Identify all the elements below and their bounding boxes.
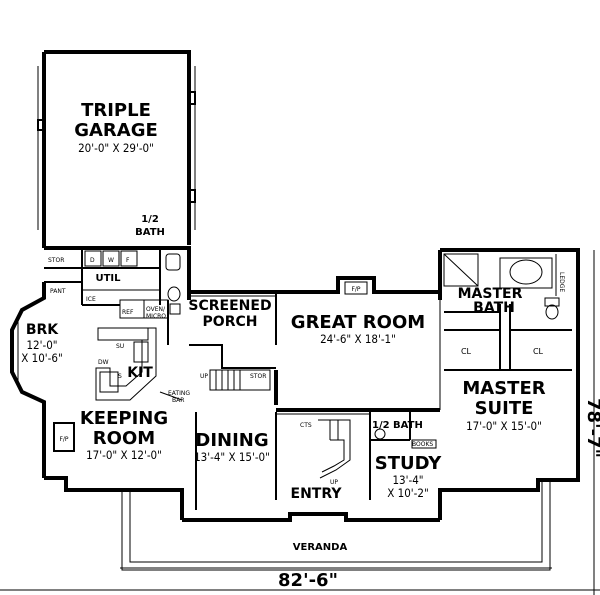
- entry-name: ENTRY: [291, 486, 343, 502]
- oven-micro-label-1: OVEN/: [146, 306, 166, 313]
- screened-porch-name-2: PORCH: [203, 314, 258, 330]
- front-rooms-walls: [182, 412, 440, 522]
- overall-depth: 78'-7": [583, 398, 600, 458]
- up-kitchen-label: UP: [200, 373, 208, 380]
- dryer-label: D: [90, 257, 95, 264]
- ledge-label: LEDGE: [558, 272, 565, 292]
- ref-label: REF: [122, 309, 134, 316]
- stor-stair-label: STOR: [250, 373, 266, 380]
- closet-right-label: CL: [533, 347, 544, 356]
- dw-label: DW: [98, 359, 109, 366]
- garage-walls: [37, 50, 196, 248]
- veranda: [120, 480, 552, 571]
- brk-name: BRK: [26, 322, 59, 338]
- master-suite-name-2: SUITE: [475, 398, 534, 419]
- utility-block: [44, 246, 191, 315]
- dining-name: DINING: [195, 430, 268, 451]
- keeping-fireplace-label: F/P: [59, 436, 68, 443]
- overall-width: 82'-6": [278, 570, 338, 591]
- half-bath-mid-name: 1/2 BATH: [372, 420, 423, 431]
- garage-door-jamb-right-lower: [188, 189, 196, 203]
- closet-left-label: CL: [461, 347, 472, 356]
- keeping-room-name-2: ROOM: [93, 428, 155, 449]
- oven-micro-label-2: MICRO: [146, 313, 166, 320]
- garage-name-2: GARAGE: [74, 120, 158, 141]
- keeping-room-dims: 17'-0" X 12'-0": [86, 448, 162, 462]
- kit-name: KIT: [127, 365, 153, 381]
- keeping-room-name-1: KEEPING: [80, 408, 168, 429]
- west-wing-walls: [10, 282, 184, 520]
- eating-bar-label-2: BAR: [172, 397, 184, 404]
- garage-name-1: TRIPLE: [81, 100, 151, 121]
- master-bath-name-2: BATH: [473, 300, 515, 316]
- garage-door-jamb-right: [188, 91, 196, 105]
- half-bath-top-name-2: BATH: [135, 227, 165, 238]
- eating-bar-label-1: EATING: [168, 390, 190, 397]
- shower: [443, 253, 479, 287]
- ice-label: ICE: [86, 296, 96, 303]
- screened-porch-name-1: SCREENED: [188, 298, 271, 314]
- up-entry-label: UP: [330, 479, 338, 486]
- brk-dims-2: X 10'-6": [21, 351, 62, 365]
- keeping-fireplace: [53, 422, 75, 452]
- su-label: SU: [116, 343, 124, 350]
- master-suite-name-1: MASTER: [462, 378, 545, 399]
- master-suite-dims: 17'-0" X 15'-0": [466, 419, 542, 433]
- brk-dims-1: 12'-0": [26, 338, 57, 352]
- books-label: BOOKS: [412, 441, 433, 448]
- great-room-fireplace-label: F/P: [351, 286, 360, 293]
- study-name: STUDY: [375, 453, 442, 474]
- garage-dims: 20'-0" X 29'-0": [78, 141, 154, 155]
- freezer-label: F: [126, 257, 130, 264]
- pant-label: PANT: [50, 288, 66, 295]
- util-name: UTIL: [95, 273, 121, 284]
- stor-util-label: STOR: [48, 257, 64, 264]
- screened-porch-walls: [189, 290, 278, 405]
- study-dims-2: X 10'-2": [387, 486, 428, 500]
- washer-label: W: [108, 257, 114, 264]
- cts-label: CTS: [300, 422, 312, 429]
- kitchen-stair: [209, 369, 271, 391]
- master-wing-walls: [438, 248, 580, 520]
- garage-door-jamb-left: [37, 119, 45, 131]
- study-dims-1: 13'-4": [392, 473, 423, 487]
- entry-stair: [318, 419, 351, 479]
- great-room-dims: 24'-6" X 18'-1": [320, 332, 396, 346]
- great-room-name: GREAT ROOM: [291, 312, 425, 333]
- veranda-name: VERANDA: [293, 542, 348, 553]
- sink-label: S: [118, 373, 122, 380]
- dining-dims: 13'-4" X 15'-0": [194, 450, 270, 464]
- tub: [509, 259, 543, 285]
- great-room-walls: [276, 276, 441, 412]
- master-bath-name-1: MASTER: [458, 286, 523, 302]
- half-bath-top-name-1: 1/2: [141, 214, 159, 225]
- dimension-lines: [0, 250, 600, 595]
